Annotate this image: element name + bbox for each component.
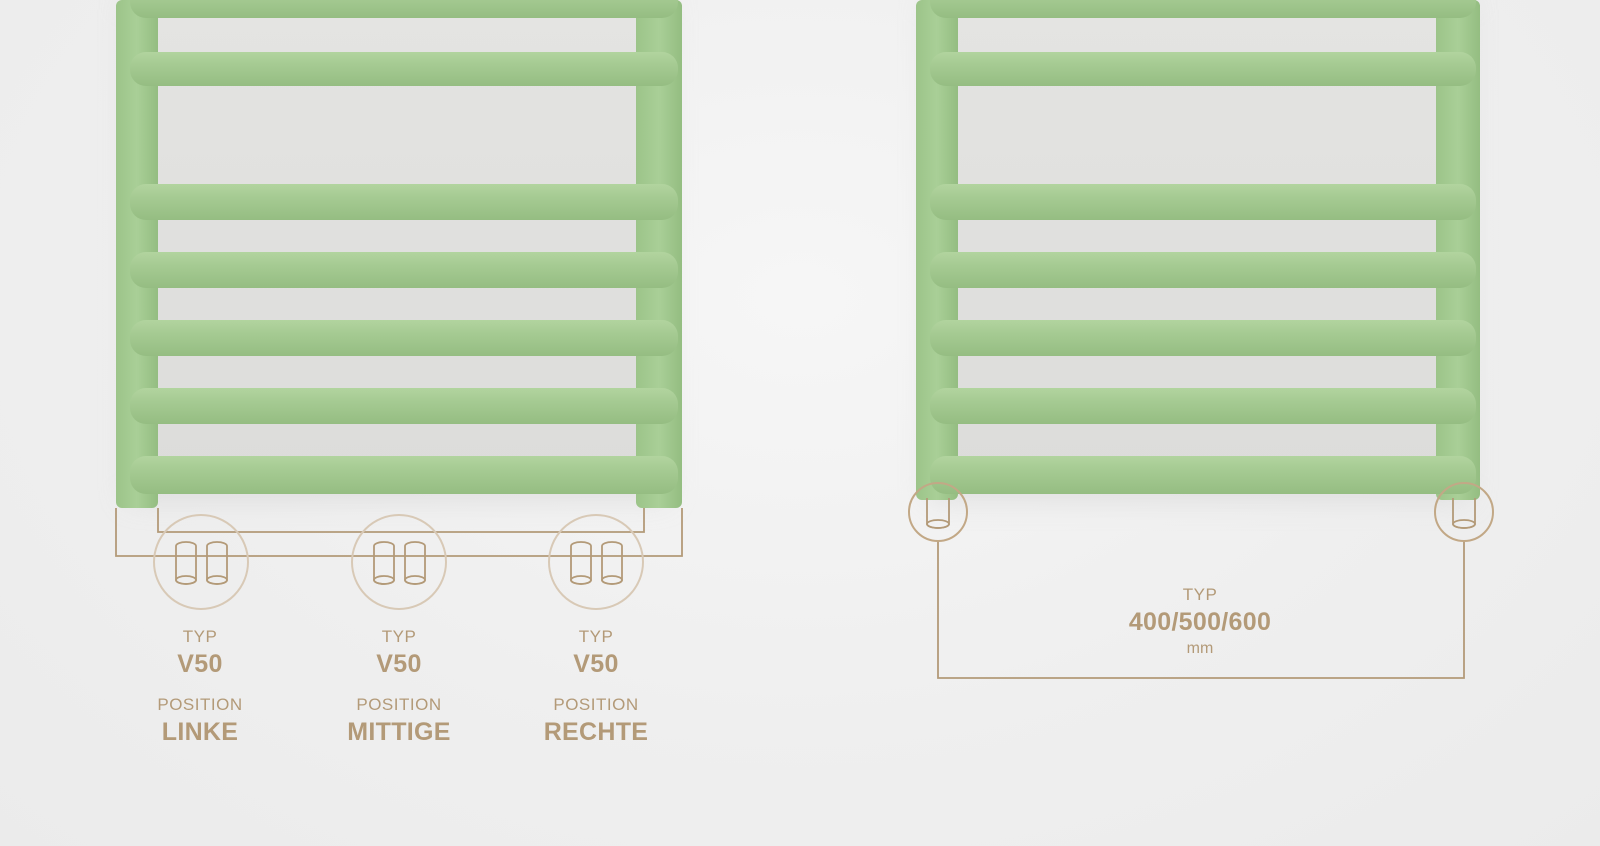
typ-label: TYP bbox=[182, 627, 218, 646]
position-label: POSITION bbox=[356, 695, 442, 714]
typ-label: TYP bbox=[381, 627, 417, 646]
radiator-right-post-right bbox=[1436, 0, 1480, 500]
radiator-right-bars bbox=[930, 0, 1476, 494]
double-valve-icon bbox=[548, 514, 644, 610]
radiator-left bbox=[116, 0, 682, 508]
radiator-left-bars bbox=[130, 0, 678, 494]
position-label: POSITION bbox=[157, 695, 243, 714]
typ-value: 400/500/600 bbox=[1128, 608, 1272, 636]
single-valve-icon-right bbox=[1434, 482, 1494, 542]
right-connection-lines bbox=[937, 541, 1465, 679]
position-value: RECHTE bbox=[543, 718, 649, 746]
position-value: MITTIGE bbox=[347, 718, 451, 746]
radiator-right-post-left bbox=[916, 0, 958, 500]
typ-value: V50 bbox=[376, 650, 422, 678]
position-label: POSITION bbox=[553, 695, 639, 714]
position-value: LINKE bbox=[161, 718, 239, 746]
typ-label: TYP bbox=[578, 627, 614, 646]
radiator-left-post-left bbox=[116, 0, 158, 508]
typ-label: TYP bbox=[1182, 585, 1218, 604]
double-valve-icon bbox=[351, 514, 447, 610]
typ-value: V50 bbox=[573, 650, 619, 678]
double-valve-icon bbox=[153, 514, 249, 610]
radiator-right bbox=[916, 0, 1480, 500]
left-connection-lines bbox=[115, 508, 683, 557]
typ-value: V50 bbox=[177, 650, 223, 678]
unit-label: mm bbox=[1186, 640, 1214, 657]
single-valve-icon-left bbox=[908, 482, 968, 542]
